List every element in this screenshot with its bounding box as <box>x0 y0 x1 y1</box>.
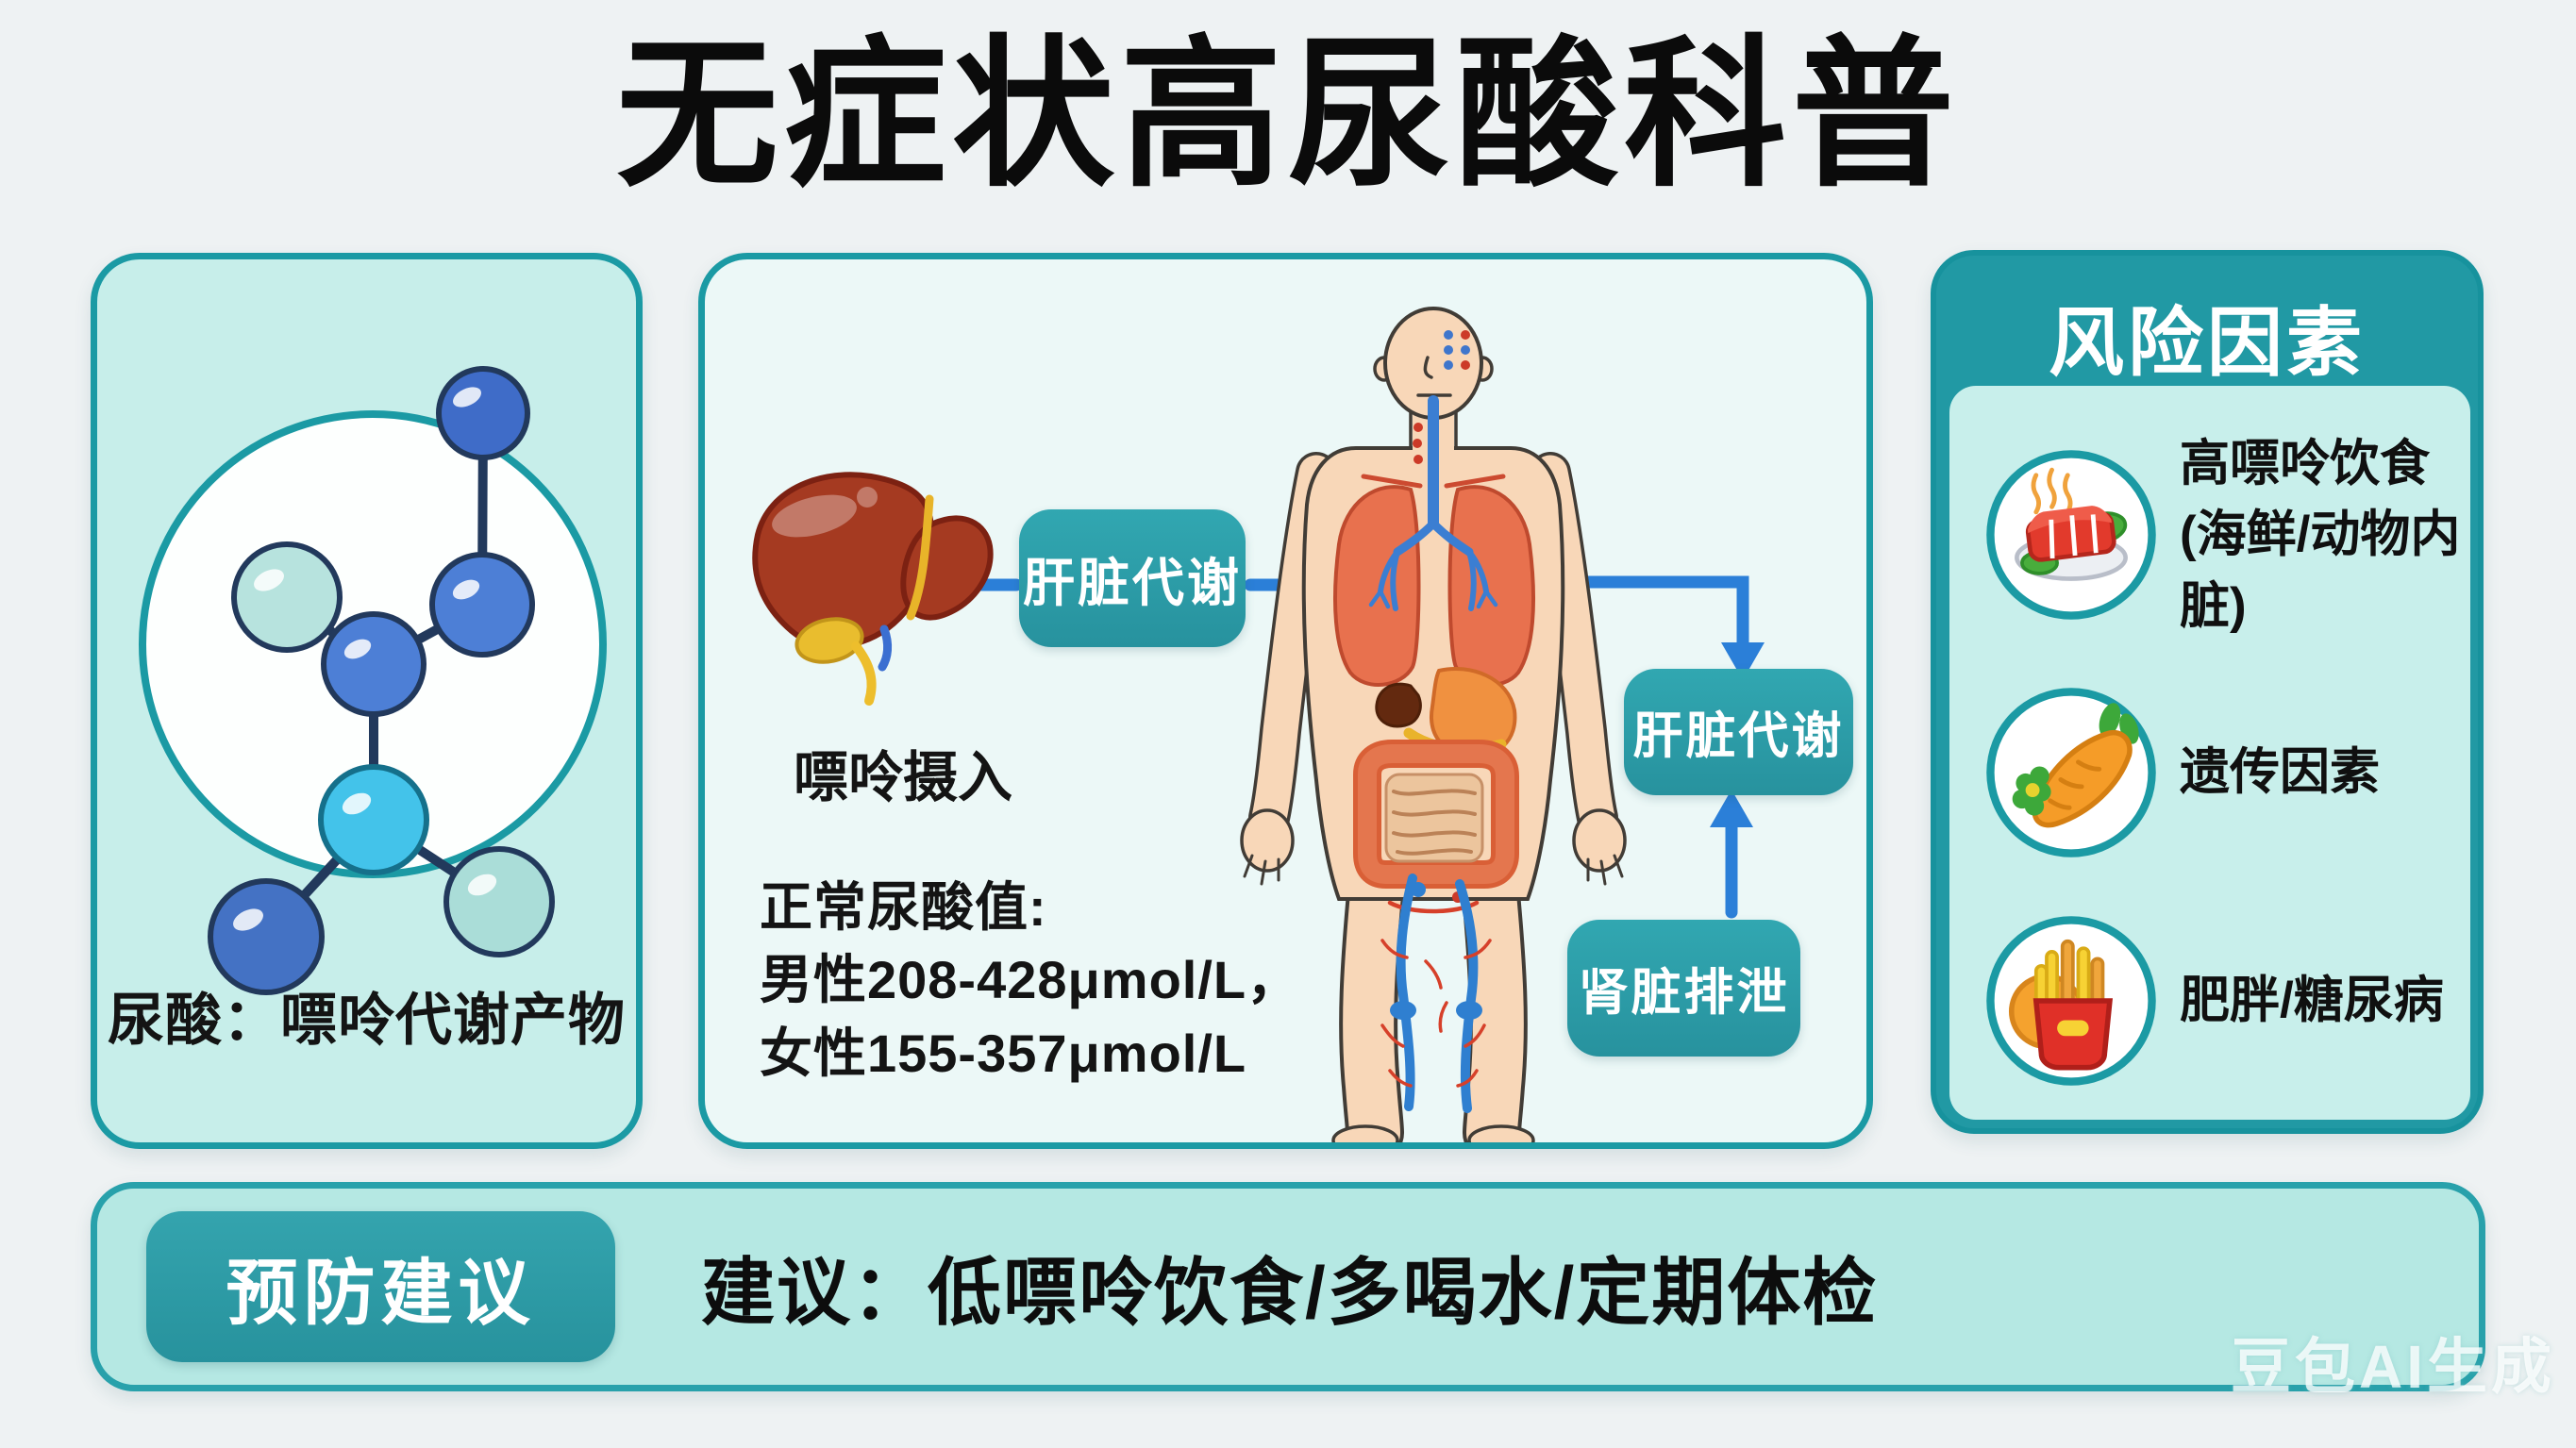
flow-box-label: 肝脏代谢 <box>1022 554 1242 612</box>
flow-box-kidney-excretion: 肾脏排泄 <box>1567 920 1800 1057</box>
uric-acid-caption: 尿酸：嘌呤代谢产物 <box>108 989 626 1052</box>
risk-item-genetic-factors: 遗传因素 <box>1949 678 2470 867</box>
flow-box-liver-metabolism-2: 肝脏代谢 <box>1624 669 1853 795</box>
prevention-badge: 预防建议 <box>146 1211 615 1362</box>
risk-factors-header: 风险因素 <box>2049 301 2366 385</box>
flow-box-liver-metabolism-1: 肝脏代谢 <box>1019 509 1246 647</box>
risk-item-obesity-diabetes: 肥胖/糖尿病 <box>1949 907 2470 1095</box>
risk-item-label: 肥胖/糖尿病 <box>2180 965 2444 1036</box>
carrot-icon <box>1986 688 2156 857</box>
metabolism-panel: 肝脏代谢 肝脏代谢 肾脏排泄 嘌呤摄入 正常尿酸值: 男性208-428μmol… <box>698 253 1873 1149</box>
risk-factors-panel: 风险因素 <box>1931 250 2484 1134</box>
molecule-icon <box>139 366 607 995</box>
prevention-badge-label: 预防建议 <box>226 1254 536 1334</box>
forehead-dots <box>1444 330 1470 370</box>
prevention-advice-text: 建议：低嘌呤饮食/多喝水/定期体检 <box>701 1251 1879 1334</box>
fries-icon <box>1986 916 2156 1086</box>
normal-values-line: 正常尿酸值: <box>760 877 1047 937</box>
risk-item-line2: (海鲜/动物内脏) <box>2180 507 2461 634</box>
ai-watermark: 豆包AI生成 <box>2231 1333 2555 1401</box>
normal-uric-acid-values: 正常尿酸值: 男性208-428μmol/L， 女性155-357μmol/L <box>760 871 1420 1090</box>
page-title: 无症状高尿酸科普 <box>616 25 1960 206</box>
flow-box-label: 肾脏排泄 <box>1578 964 1790 1021</box>
normal-values-line: 男性208-428μmol/L， <box>760 950 1301 1010</box>
prevention-panel: 预防建议 建议：低嘌呤饮食/多喝水/定期体检 <box>91 1182 2485 1391</box>
risk-item-label: 遗传因素 <box>2180 737 2380 807</box>
uric-acid-panel: 尿酸：嘌呤代谢产物 <box>91 253 643 1149</box>
risk-item-line1: 肥胖/糖尿病 <box>2180 973 2444 1029</box>
meat-plate-icon <box>1986 450 2156 620</box>
risk-item-line1: 高嘌呤饮食 <box>2180 436 2430 492</box>
risk-item-high-purine-diet: 高嘌呤饮食 (海鲜/动物内脏) <box>1949 436 2470 634</box>
risk-item-label: 高嘌呤饮食 (海鲜/动物内脏) <box>2180 428 2470 641</box>
flow-box-label: 肝脏代谢 <box>1632 708 1845 764</box>
purine-intake-label: 嘌呤摄入 <box>793 747 1012 808</box>
normal-values-line: 女性155-357μmol/L <box>760 1023 1247 1083</box>
risk-item-line1: 遗传因素 <box>2180 744 2380 801</box>
risk-factors-card: 高嘌呤饮食 (海鲜/动物内脏) <box>1949 386 2470 1120</box>
human-body-illustration <box>1240 307 1627 1142</box>
liver-icon <box>752 472 994 706</box>
flow-arrows <box>752 307 1765 1142</box>
